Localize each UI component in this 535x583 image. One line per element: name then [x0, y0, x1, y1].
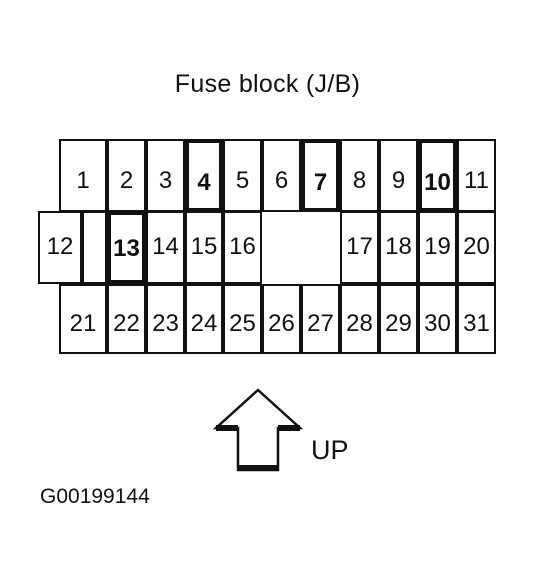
fuse-3: 3	[146, 139, 185, 212]
fuse-14: 14	[146, 211, 185, 284]
fuse-number: 27	[307, 310, 334, 337]
fuse-number: 4	[197, 169, 211, 196]
fuse-31: 31	[457, 284, 496, 354]
fuse-number: 16	[229, 233, 256, 260]
fuse-19: 19	[418, 211, 457, 284]
fuse-5: 5	[223, 139, 262, 212]
fuse-26: 26	[262, 284, 301, 354]
fuse-number: 13	[113, 235, 140, 262]
fuse-number: 22	[113, 310, 140, 337]
fuse-number: 25	[229, 310, 256, 337]
fuse-number: 12	[46, 233, 74, 260]
fuse-number: 5	[235, 167, 250, 194]
fuse-number: 9	[391, 167, 406, 194]
fuse-21: 21	[59, 284, 107, 354]
fuse-number: 26	[268, 310, 295, 337]
fuse-number: 14	[152, 233, 179, 260]
fuse-number: 2	[119, 167, 134, 194]
fuse-17: 17	[340, 211, 379, 284]
fuse-number: 6	[274, 167, 289, 194]
fuse-10: 10	[418, 139, 457, 212]
fuse-6: 6	[262, 139, 301, 212]
diagram-title: Fuse block (J/B)	[174, 70, 361, 98]
fuse-8: 8	[340, 139, 379, 212]
fuse-18: 18	[379, 211, 418, 284]
fuse-number: 23	[152, 310, 179, 337]
fuse-number: 30	[424, 310, 451, 337]
fuse-30: 30	[418, 284, 457, 354]
fuse-number: 19	[424, 233, 451, 260]
fuse-number: 15	[190, 233, 218, 260]
fuse-29: 29	[379, 284, 418, 354]
up-label: UP	[311, 435, 349, 465]
fuse-28: 28	[340, 284, 379, 354]
fuse-number: 29	[385, 310, 412, 337]
fuse-15: 15	[185, 211, 223, 284]
fuse-number: 1	[76, 167, 90, 194]
fuse-23: 23	[146, 284, 185, 354]
fuse-24: 24	[185, 284, 223, 354]
fuse-number: 18	[385, 233, 412, 260]
fuse-number: 7	[313, 169, 328, 196]
fuse-number: 17	[346, 233, 373, 260]
fuse-27: 27	[301, 284, 340, 354]
fuse-number: 10	[424, 169, 451, 196]
fuse-7: 7	[301, 139, 340, 212]
empty-slot	[82, 211, 107, 284]
fuse-4: 4	[185, 139, 223, 212]
fuse-number: 24	[190, 310, 218, 337]
fuse-number: 11	[464, 167, 489, 194]
fuse-number: 28	[346, 310, 373, 337]
fuse-20: 20	[457, 211, 496, 284]
fuse-number: 3	[158, 167, 173, 194]
fuse-number: 21	[69, 310, 97, 337]
fuse-number: 31	[463, 310, 490, 337]
fuse-13: 13	[107, 211, 146, 284]
fuse-1: 1	[59, 139, 107, 212]
fuse-16: 16	[223, 211, 262, 284]
fuse-9: 9	[379, 139, 418, 212]
fuse-number: 20	[463, 233, 490, 260]
fuse-25: 25	[223, 284, 262, 354]
figure-code: G00199144	[40, 485, 150, 508]
fuse-12: 12	[38, 211, 82, 284]
fuse-22: 22	[107, 284, 146, 354]
fuse-number: 8	[352, 167, 367, 194]
